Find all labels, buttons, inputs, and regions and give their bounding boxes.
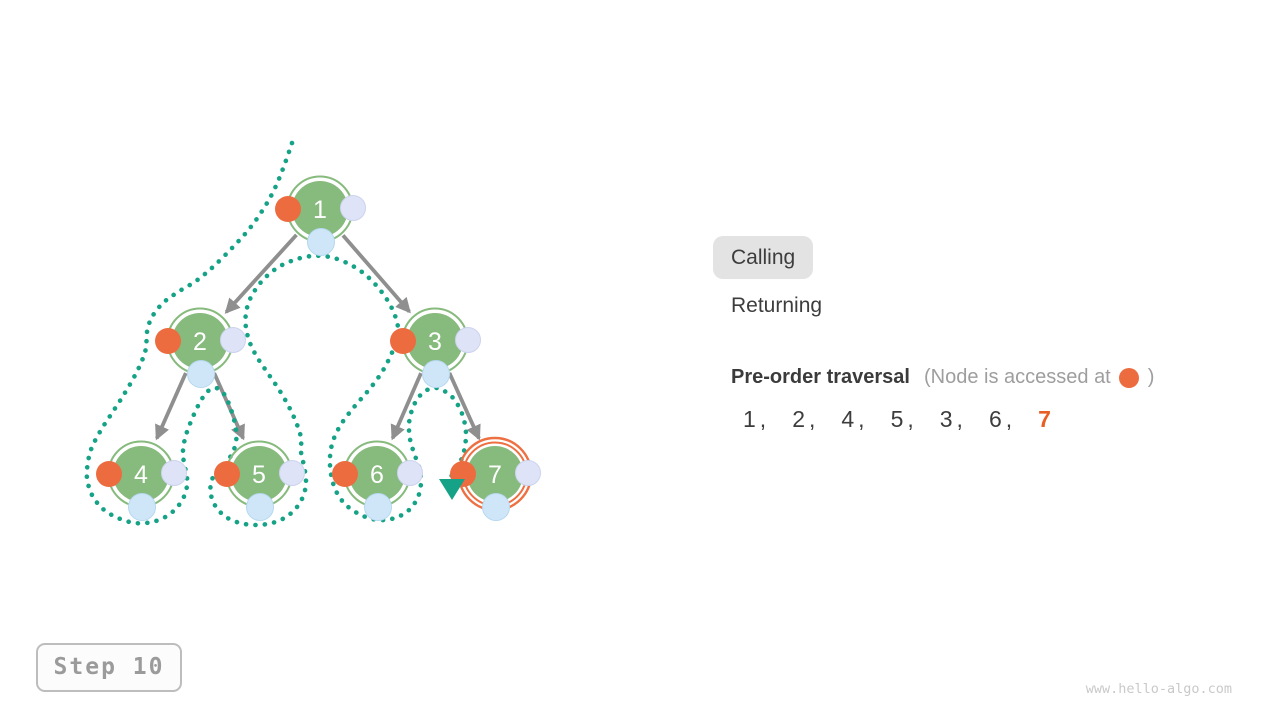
node-circle bbox=[231, 446, 287, 502]
sequence-item: 1, bbox=[743, 406, 766, 433]
tree-node: 6 bbox=[332, 440, 423, 521]
node-label: 2 bbox=[193, 328, 207, 356]
tree-node: 5 bbox=[214, 440, 305, 521]
tree-edge bbox=[447, 372, 481, 441]
pointer-triangle-icon bbox=[439, 479, 465, 500]
step-badge: Step 10 bbox=[36, 643, 182, 692]
sequence-comma: , bbox=[759, 406, 767, 432]
sequence-comma: , bbox=[808, 406, 816, 432]
bottom-dot-icon bbox=[128, 493, 156, 521]
access-dot-icon bbox=[1118, 367, 1139, 388]
sequence-value: 3 bbox=[939, 406, 953, 432]
bottom-dot-icon bbox=[307, 228, 335, 256]
sequence-comma: , bbox=[907, 406, 914, 432]
traversal-heading: Pre-order traversal (Node is accessed at… bbox=[731, 366, 1154, 389]
right-dot-icon bbox=[340, 195, 366, 221]
right-dot-icon bbox=[455, 327, 481, 353]
right-dot-icon bbox=[279, 460, 305, 486]
sequence-value: 7 bbox=[1038, 406, 1051, 432]
tree-nodes: 1 2 3 4 5 6 7 bbox=[96, 175, 541, 521]
access-dot-icon bbox=[275, 196, 301, 222]
sequence-value: 1 bbox=[743, 406, 756, 432]
tree-node: 2 bbox=[155, 307, 246, 388]
sequence-value: 4 bbox=[841, 406, 855, 432]
bottom-dot-icon bbox=[246, 493, 274, 521]
bottom-dot-icon bbox=[422, 360, 450, 388]
access-dot-icon bbox=[332, 461, 358, 487]
node-label: 5 bbox=[252, 461, 266, 489]
node-circle bbox=[113, 446, 169, 502]
watermark: www.hello-algo.com bbox=[1085, 681, 1232, 697]
right-dot-icon bbox=[515, 460, 541, 486]
node-circle bbox=[407, 313, 463, 369]
sequence-item: 3, bbox=[940, 406, 963, 433]
node-circle bbox=[172, 313, 228, 369]
node-circle bbox=[349, 446, 405, 502]
tree-edge bbox=[341, 234, 411, 314]
bottom-dot-icon bbox=[364, 493, 392, 521]
sequence-comma: , bbox=[858, 406, 865, 432]
sequence-item: 2, bbox=[792, 406, 815, 433]
phase-calling-badge: Calling bbox=[713, 236, 814, 279]
node-label: 7 bbox=[488, 461, 502, 489]
node-label: 4 bbox=[134, 461, 148, 489]
note-suffix: ) bbox=[1147, 366, 1155, 388]
tree-edge bbox=[224, 233, 298, 314]
sequence-item: 5, bbox=[891, 406, 914, 433]
tree-node: 3 bbox=[390, 307, 481, 388]
right-dot-icon bbox=[161, 460, 187, 486]
bottom-dot-icon bbox=[187, 360, 215, 388]
sequence-comma: , bbox=[1005, 406, 1013, 432]
sequence-item: 7 bbox=[1038, 406, 1051, 433]
sequence-comma: , bbox=[956, 406, 963, 432]
right-dot-icon bbox=[220, 327, 246, 353]
node-label: 3 bbox=[428, 328, 442, 356]
node-label: 6 bbox=[370, 461, 384, 489]
note-prefix: (Node is accessed at bbox=[923, 366, 1111, 388]
traversal-path bbox=[84, 140, 469, 528]
tree-node: 7 bbox=[450, 436, 541, 521]
tree-edges bbox=[155, 233, 481, 441]
tree-edge bbox=[155, 372, 188, 441]
access-dot-icon bbox=[390, 328, 416, 354]
tree-node: 4 bbox=[96, 440, 187, 521]
traversal-note: (Node is accessed at ) bbox=[924, 366, 1154, 389]
access-dot-icon bbox=[96, 461, 122, 487]
tree-edge bbox=[212, 372, 245, 441]
node-circle bbox=[467, 446, 523, 502]
access-dot-icon bbox=[214, 461, 240, 487]
sequence-item: 4, bbox=[841, 406, 864, 433]
sequence-value: 5 bbox=[890, 406, 904, 432]
right-dot-icon bbox=[397, 460, 423, 486]
traversal-title: Pre-order traversal bbox=[731, 366, 910, 388]
node-label: 1 bbox=[313, 196, 327, 224]
traversal-sequence: 1,2,4,5,3,6,7 bbox=[743, 406, 1051, 433]
phase-returning-label: Returning bbox=[731, 294, 823, 317]
node-circle bbox=[292, 181, 348, 237]
access-dot-icon bbox=[155, 328, 181, 354]
sequence-item: 6, bbox=[989, 406, 1012, 433]
tree-edge bbox=[390, 372, 423, 441]
tree-node: 1 bbox=[275, 175, 366, 256]
sequence-value: 2 bbox=[792, 406, 805, 432]
sequence-value: 6 bbox=[988, 406, 1002, 432]
bottom-dot-icon bbox=[482, 493, 510, 521]
